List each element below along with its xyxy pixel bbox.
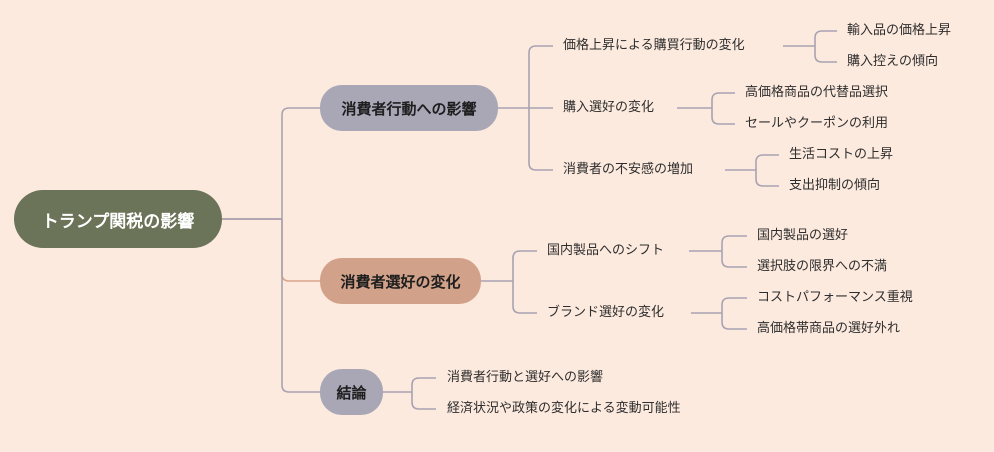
link-c4-branch-0 xyxy=(721,235,747,251)
topic-consumer-anxiety[interactable]: 消費者の不安感の増加 xyxy=(563,162,694,177)
topic-purchase-preference[interactable]: 購入選好の変化 xyxy=(563,100,655,115)
branch-conclusion[interactable]: 結論 xyxy=(320,369,383,415)
leaf-domestic-preference[interactable]: 国内製品の選好 xyxy=(757,228,849,243)
link-c4-branch-1 xyxy=(721,251,747,268)
root-node[interactable]: トランプ関税の影響 xyxy=(14,190,222,248)
link-root-b3-branch-0 xyxy=(281,219,320,393)
link-b3-branch-0 xyxy=(411,377,436,392)
leaf-living-cost[interactable]: 生活コストの上昇 xyxy=(789,147,894,162)
link-c1-branch-1 xyxy=(814,46,837,63)
link-c3-branch-1 xyxy=(755,170,779,187)
link-c1-branch-0 xyxy=(814,30,837,46)
link-c2-branch-0 xyxy=(711,92,735,108)
link-c5-branch-1 xyxy=(721,313,747,330)
link-b3-branch-1 xyxy=(411,392,436,410)
leaf-cost-performance[interactable]: コストパフォーマンス重視 xyxy=(757,290,913,305)
leaf-spending-restraint[interactable]: 支出抑制の傾向 xyxy=(789,178,881,193)
link-b1-branch-0 xyxy=(528,45,553,108)
link-b2-branch-1 xyxy=(512,281,537,314)
link-c3-branch-0 xyxy=(755,154,779,170)
link-root-b2-branch-0 xyxy=(281,219,320,282)
leaf-conclusion-variability[interactable]: 経済状況や政策の変化による変動可能性 xyxy=(447,401,681,416)
link-root-b1-branch-0 xyxy=(281,107,320,219)
leaf-conclusion-impact[interactable]: 消費者行動と選好への影響 xyxy=(447,370,604,385)
topic-brand-preference[interactable]: ブランド選好の変化 xyxy=(547,305,665,320)
leaf-sale-coupon[interactable]: セールやクーポンの利用 xyxy=(745,116,889,131)
leaf-choice-limit[interactable]: 選択肢の限界への不満 xyxy=(757,259,888,274)
branch-consumer-preference[interactable]: 消費者選好の変化 xyxy=(320,258,481,304)
link-b1-branch-2 xyxy=(528,108,553,171)
topic-domestic-shift[interactable]: 国内製品へのシフト xyxy=(547,243,665,258)
link-b2-branch-0 xyxy=(512,250,537,281)
leaf-high-price-out[interactable]: 高価格帯商品の選好外れ xyxy=(757,321,901,336)
topic-price-rise[interactable]: 価格上昇による購買行動の変化 xyxy=(563,38,745,53)
link-c5-branch-0 xyxy=(721,297,747,313)
leaf-purchase-restraint[interactable]: 購入控えの傾向 xyxy=(847,54,939,69)
branch-consumer-behavior[interactable]: 消費者行動への影響 xyxy=(320,85,498,131)
link-c2-branch-1 xyxy=(711,108,735,125)
leaf-import-price[interactable]: 輸入品の価格上昇 xyxy=(847,23,952,38)
leaf-substitute-choice[interactable]: 高価格商品の代替品選択 xyxy=(745,85,889,100)
